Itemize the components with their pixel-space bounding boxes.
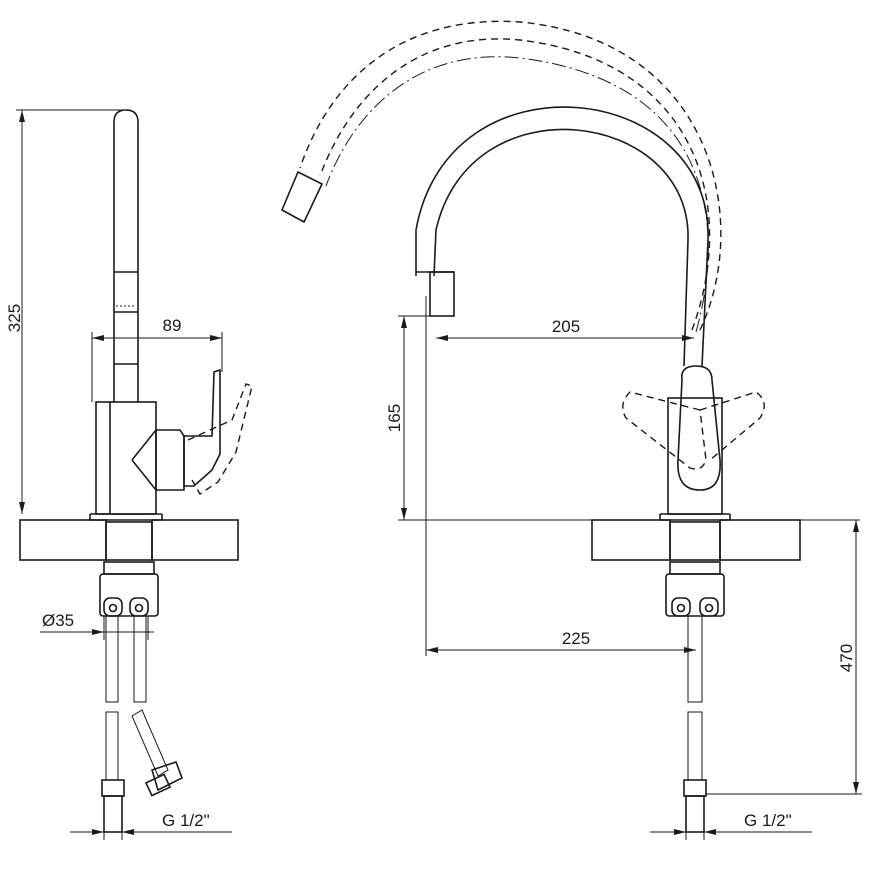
body-right [667,397,723,515]
dim-205: 205 [552,317,580,336]
dim-165: 165 [385,404,404,432]
countertop-right-a [591,519,671,561]
dim-g12-left: G 1/2" [162,811,210,830]
spout-right [433,128,689,367]
dim-225: 225 [562,629,590,648]
dim-d35: Ø35 [42,611,74,630]
hose-right [687,615,703,703]
dim-325: 325 [5,304,24,332]
spout-left [113,109,139,402]
countertop-left-a [19,519,107,561]
countertop-left-b [151,519,239,561]
dim-470: 470 [837,644,856,672]
dim-89: 89 [163,316,182,335]
lever-left [183,368,221,487]
shank-left [105,521,153,561]
side-view: 325 89 Ø35 G 1/2" [5,109,253,840]
countertop-right-b [719,519,801,561]
front-view: 205 165 225 470 G 1/2" [280,20,862,840]
hose-left-2 [133,615,147,703]
dim-g12-right: G 1/2" [744,811,792,830]
lever-right [677,365,721,491]
hose-left-1 [105,615,119,703]
body-left [95,401,157,515]
shank-right [669,521,721,561]
